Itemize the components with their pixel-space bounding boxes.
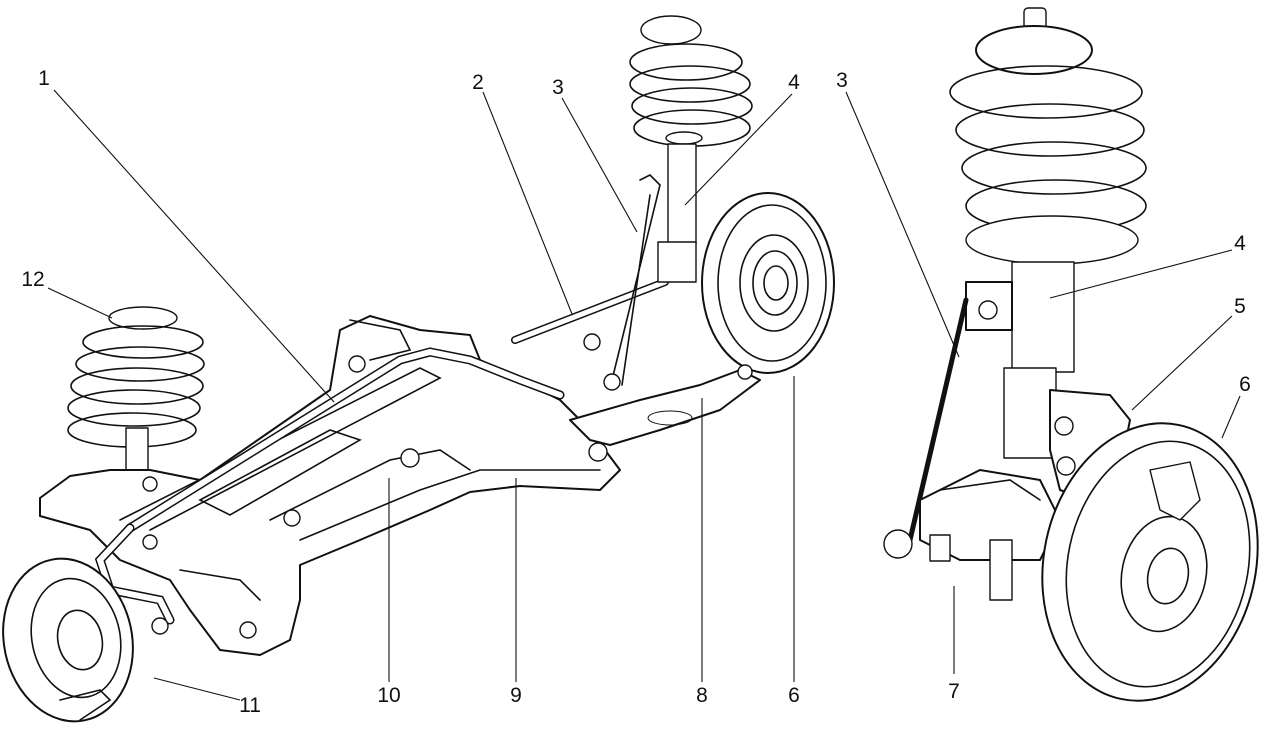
callout-4-right: 4 [1234,232,1246,255]
callout-6: 6 [788,684,800,707]
callout-6-right: 6 [1239,373,1251,396]
wheel-hub-left [2,557,134,723]
front-suspension-assembly [2,15,835,723]
callout-2: 2 [472,71,484,94]
steering-knuckle [883,389,1131,601]
callout-8: 8 [696,684,708,707]
right-coil-spring [949,7,1147,459]
callout-7: 7 [948,680,960,703]
lower-control-arm [569,369,761,446]
callout-9: 9 [510,684,522,707]
callout-1: 1 [38,67,50,90]
brake-disc-right [1041,422,1259,702]
strut-detail-assembly [883,7,1259,702]
callout-10: 10 [377,684,400,707]
tie-rod [511,278,669,344]
callout-5: 5 [1234,295,1246,318]
callout-3: 3 [552,76,564,99]
callout-4: 4 [788,71,800,94]
subframe-crossmember [39,315,621,656]
callout-labels: 1 2 3 4 3 4 5 6 12 11 10 9 8 6 7 [21,67,1251,717]
left-coil-spring [67,306,205,473]
callout-12: 12 [21,268,44,291]
bolts-left [142,333,753,639]
brake-disc-center [701,192,835,374]
callout-3-right: 3 [836,69,848,92]
callout-11: 11 [239,694,261,717]
strut-assembly [611,15,753,386]
leader-lines [47,89,1241,701]
